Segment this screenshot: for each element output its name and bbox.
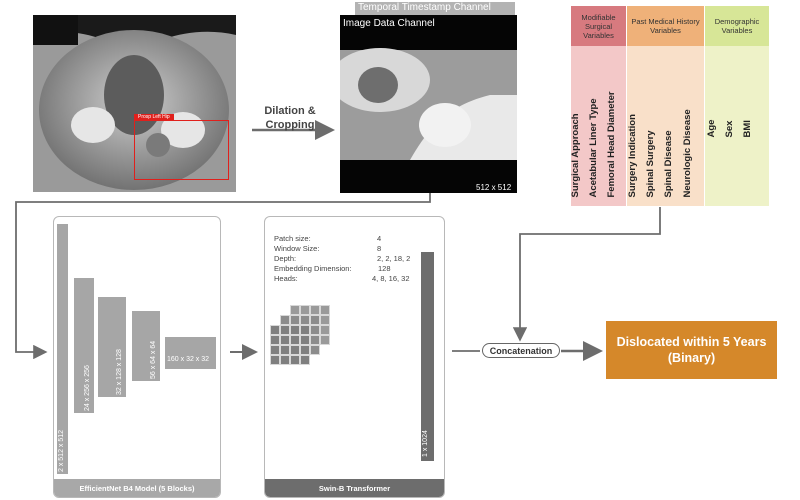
- swin-params: Patch size:4 Window Size:8 Depth:2, 2, 1…: [274, 234, 424, 284]
- patch-cell: [290, 335, 300, 345]
- param-patch-size: Patch size:4: [274, 234, 382, 243]
- effnet-block-4: [132, 311, 160, 381]
- patch-cell: [290, 325, 300, 335]
- patch-cell: [300, 315, 310, 325]
- effnet-block-5-label: 160 x 32 x 32: [167, 356, 210, 363]
- patch-cell: [280, 325, 290, 335]
- patch-cell: [310, 325, 320, 335]
- patch-grid-stack: [270, 305, 340, 385]
- modifiable-surgical-header: Modifiable Surgical Variables: [571, 6, 626, 46]
- patch-cell: [320, 315, 330, 325]
- param-depth: Depth:2, 2, 18, 2: [274, 254, 411, 263]
- patch-cell: [270, 345, 280, 355]
- modifiable-surgical-title: Modifiable Surgical Variables: [581, 12, 616, 40]
- param-window-size: Window Size:8: [274, 244, 382, 253]
- swin-output-vector: [421, 252, 434, 461]
- param-embedding-dimension: Embedding Dimension:128: [274, 264, 391, 273]
- patch-cell: [300, 355, 310, 365]
- effnet-block-2-label: 24 x 256 x 256: [84, 365, 91, 411]
- patch-cell: [290, 305, 300, 315]
- efficientnet-title: EfficientNet B4 Model (5 Blocks): [79, 483, 195, 493]
- patch-cell: [270, 355, 280, 365]
- medical-history-header: Past Medical History Variables: [627, 6, 704, 46]
- medical-history-title: Past Medical History Variables: [631, 17, 700, 35]
- effnet-block-5: [165, 337, 216, 369]
- demographic-column: Demographic Variables Age Sex BMI: [705, 6, 769, 206]
- patch-cell: [320, 335, 330, 345]
- patch-cell: [320, 325, 330, 335]
- step-label-line2: Cropping: [265, 119, 315, 131]
- patch-cell: [300, 325, 310, 335]
- effnet-block-4-label: 56 x 64 x 64: [150, 340, 157, 379]
- prediction-output: Dislocated within 5 Years (Binary): [606, 321, 777, 379]
- dilation-cropping-label: Dilation & Cropping: [258, 104, 322, 132]
- image-channel-title: Image Data Channel: [343, 18, 435, 29]
- concatenation-node: Concatenation: [482, 343, 560, 358]
- variable-femoral-head: Femoral Head Diameter: [606, 91, 617, 198]
- patch-cell: [310, 305, 320, 315]
- clinical-variables-table: Modifiable Surgical Variables Surgical A…: [570, 6, 782, 206]
- arrow-variables-to-concat: [512, 207, 661, 342]
- roi-label: Prosp Left Hip: [134, 114, 174, 121]
- output-line2: (Binary): [667, 351, 716, 365]
- patch-cell: [290, 345, 300, 355]
- patch-cell: [310, 335, 320, 345]
- variable-neurologic-disease: Neurologic Disease: [682, 109, 693, 198]
- swin-footer: Swin-B Transformer: [265, 479, 444, 497]
- demographic-title: Demographic Variables: [714, 17, 760, 35]
- step-label-line1: Dilation &: [264, 105, 316, 117]
- roi-box: [134, 120, 229, 180]
- patch-cell: [310, 315, 320, 325]
- patch-cell: [270, 335, 280, 345]
- effnet-block-3: [98, 297, 126, 397]
- medical-history-column: Past Medical History Variables Surgery I…: [627, 6, 704, 206]
- patch-cell: [280, 315, 290, 325]
- patch-cell: [300, 335, 310, 345]
- variable-spinal-disease: Spinal Disease: [663, 130, 674, 198]
- patch-cell: [310, 345, 320, 355]
- patch-cell: [280, 335, 290, 345]
- efficientnet-footer: EfficientNet B4 Model (5 Blocks): [54, 479, 220, 497]
- effnet-block-1-label: 2 x 512 x 512: [58, 429, 65, 472]
- effnet-block-1: [57, 224, 68, 474]
- patch-cell: [270, 325, 280, 335]
- effnet-block-2: [74, 278, 94, 413]
- image-data-channel: [340, 15, 517, 193]
- concatenation-label: Concatenation: [489, 345, 553, 356]
- patch-cell: [280, 355, 290, 365]
- swin-output-vector-label: 1 x 1024: [422, 430, 429, 457]
- patch-cell: [300, 345, 310, 355]
- patch-cell: [290, 355, 300, 365]
- modifiable-surgical-column: Modifiable Surgical Variables Surgical A…: [570, 6, 626, 206]
- patch-cell: [300, 305, 310, 315]
- param-heads: Heads:4, 8, 16, 32: [274, 274, 410, 283]
- cropped-hip-image: [340, 15, 517, 193]
- patch-cell: [290, 315, 300, 325]
- patch-cell: [280, 345, 290, 355]
- patch-cell: [320, 305, 330, 315]
- output-line1: Dislocated within 5 Years: [616, 335, 767, 349]
- temporal-channel-title: Temporal Timestamp Channel: [358, 2, 491, 13]
- variable-bmi: BMI: [742, 120, 753, 138]
- effnet-block-3-label: 32 x 128 x 128: [116, 349, 123, 395]
- swin-title: Swin-B Transformer: [318, 483, 391, 493]
- demographic-header: Demographic Variables: [705, 6, 769, 46]
- image-channel-size: 512 x 512: [476, 183, 512, 192]
